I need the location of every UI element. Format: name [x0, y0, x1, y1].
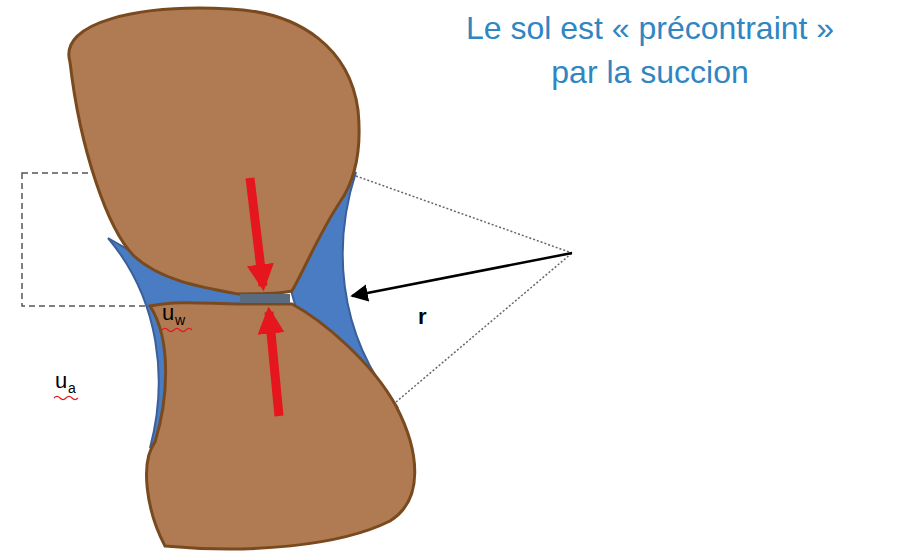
force-arrow: [250, 178, 263, 286]
soil-grain: [147, 303, 415, 549]
pressure-subscript: w: [175, 313, 185, 327]
pressure-symbol: u: [55, 370, 67, 392]
construction-line: [396, 253, 572, 402]
spellcheck-underline: [162, 329, 192, 332]
pressure-subscript: a: [68, 381, 76, 395]
radius-arrow: [352, 253, 572, 296]
contact-film: [240, 294, 290, 303]
slide-title: Le sol est « précontraint » par la succi…: [440, 6, 860, 94]
radius-label: r: [418, 306, 427, 328]
pressure-symbol: u: [162, 302, 174, 324]
force-arrow: [269, 312, 279, 416]
soil-grain: [69, 8, 359, 294]
spellcheck-underline: [54, 397, 78, 400]
construction-line: [356, 176, 572, 253]
